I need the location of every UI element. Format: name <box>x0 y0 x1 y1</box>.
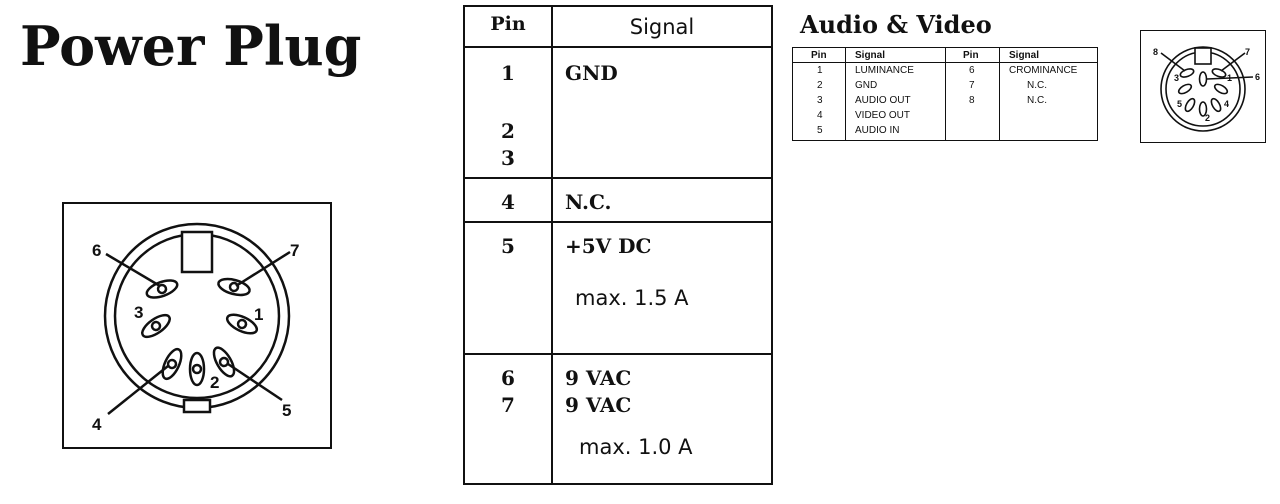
pin-6: 6 <box>501 366 515 390</box>
connector-label: 1 <box>254 305 263 324</box>
column-divider <box>551 7 553 483</box>
connector-label: 6 <box>92 241 101 260</box>
current-note-1-0a: max. 1.0 A <box>579 435 693 459</box>
av-col-divider <box>845 48 846 140</box>
connector-label: 8 <box>1153 47 1158 57</box>
av-signal: AUDIO OUT <box>855 95 911 106</box>
av-col-divider <box>945 48 946 140</box>
av-signal: N.C. <box>1027 95 1047 106</box>
av-col-divider <box>999 48 1000 140</box>
av-pin: 8 <box>969 95 975 106</box>
av-header-signal-right: Signal <box>1009 50 1040 61</box>
row-divider <box>465 353 771 355</box>
av-header-signal-left: Signal <box>855 50 886 61</box>
connector-label: 2 <box>210 373 219 392</box>
pin-3: 3 <box>501 146 515 170</box>
connector-label: 7 <box>290 241 299 260</box>
header-signal: Signal <box>629 15 695 39</box>
pin-4: 4 <box>501 190 515 214</box>
av-pin: 4 <box>817 110 823 121</box>
connector-label: 3 <box>134 303 143 322</box>
av-pin: 1 <box>817 65 823 76</box>
signal-5v-dc: +5V DC <box>565 234 652 258</box>
power-plug-title: Power Plug <box>20 14 362 78</box>
av-pin: 6 <box>969 65 975 76</box>
power-pin-table: Pin Signal 1 2 3 4 5 6 7 GND N.C. +5V DC… <box>463 5 773 485</box>
signal-9vac-pin6: 9 VAC <box>565 366 632 390</box>
av-signal: AUDIO IN <box>855 125 900 136</box>
pin-1: 1 <box>501 61 515 85</box>
connector-label: 5 <box>1177 99 1182 109</box>
connector-label: 2 <box>1205 113 1210 123</box>
connector-label: 6 <box>1255 72 1260 82</box>
av-pin: 7 <box>969 80 975 91</box>
av-signal: CROMINANCE <box>1009 65 1078 76</box>
connector-label: 5 <box>282 401 291 420</box>
power-connector-diagram: 6 7 3 1 4 2 5 <box>62 202 332 449</box>
pin-2: 2 <box>501 119 515 143</box>
av-pin-table: Pin Signal Pin Signal 1 LUMINANCE 2 GND … <box>792 47 1098 141</box>
av-pin: 2 <box>817 80 823 91</box>
signal-nc: N.C. <box>565 190 612 214</box>
signal-9vac-pin7: 9 VAC <box>565 393 632 417</box>
connector-label: 3 <box>1174 73 1179 83</box>
av-signal: VIDEO OUT <box>855 110 911 121</box>
connector-label: 1 <box>1227 73 1232 83</box>
row-divider <box>465 221 771 223</box>
av-header-pin-right: Pin <box>963 50 979 61</box>
din-8-connector-drawing: 8 7 6 3 1 5 4 2 <box>1153 46 1260 132</box>
av-connector-diagram: 8 7 6 3 1 5 4 2 <box>1140 30 1266 143</box>
av-signal: N.C. <box>1027 80 1047 91</box>
av-signal: GND <box>855 80 878 91</box>
audio-video-title: Audio & Video <box>800 10 992 39</box>
din-7-connector-drawing: 6 7 3 1 4 2 5 <box>92 222 299 434</box>
header-pin: Pin <box>490 13 526 35</box>
pin-7: 7 <box>501 393 515 417</box>
row-divider <box>465 177 771 179</box>
connector-label: 7 <box>1245 47 1250 57</box>
connector-label: 4 <box>92 415 102 434</box>
current-note-1-5a: max. 1.5 A <box>575 286 689 310</box>
connector-label: 4 <box>1224 99 1229 109</box>
signal-gnd: GND <box>565 61 618 85</box>
av-pin: 3 <box>817 95 823 106</box>
av-signal: LUMINANCE <box>855 65 914 76</box>
av-pin: 5 <box>817 125 823 136</box>
pin-5: 5 <box>501 234 515 258</box>
av-header-pin-left: Pin <box>811 50 827 61</box>
power-table-header <box>465 7 771 48</box>
